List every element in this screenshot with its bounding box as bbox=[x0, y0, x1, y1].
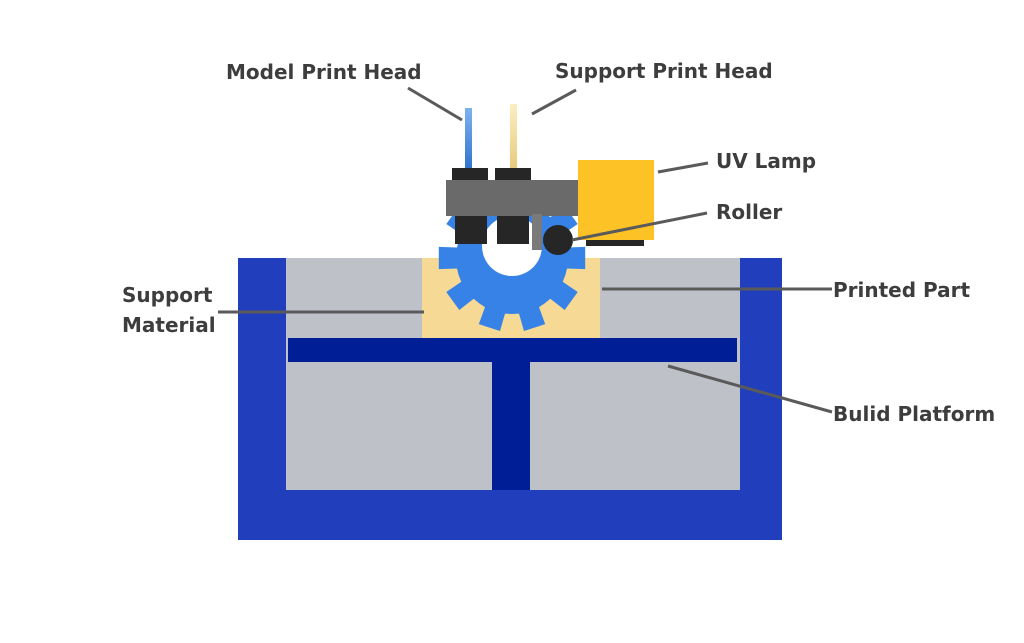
model-head-top bbox=[452, 168, 488, 182]
leader-lines bbox=[218, 86, 833, 414]
model-nozzle bbox=[465, 108, 472, 172]
leader-uv-lamp bbox=[657, 161, 709, 174]
label-roller: Roller bbox=[716, 200, 782, 224]
print-carriage bbox=[446, 104, 654, 255]
label-support-material-line1: Support bbox=[122, 283, 213, 307]
roller bbox=[543, 225, 573, 255]
leader-roller bbox=[571, 211, 708, 242]
leader-build-platform bbox=[667, 364, 833, 414]
labels: Model Print Head Support Print Head UV L… bbox=[122, 59, 995, 426]
support-head-bottom bbox=[497, 216, 529, 244]
label-printed-part: Printed Part bbox=[833, 278, 971, 302]
carriage-arm bbox=[532, 214, 542, 250]
label-model-print-head: Model Print Head bbox=[226, 60, 422, 84]
label-support-print-head: Support Print Head bbox=[555, 59, 773, 83]
build-platform-plate bbox=[288, 338, 737, 362]
leader-model-print-head bbox=[407, 86, 463, 122]
leader-support-print-head bbox=[531, 88, 577, 116]
uv-lamp-body bbox=[578, 160, 654, 240]
label-uv-lamp: UV Lamp bbox=[716, 149, 816, 173]
model-head-bottom bbox=[455, 216, 487, 244]
support-nozzle bbox=[510, 104, 517, 172]
support-head-top bbox=[495, 168, 531, 182]
carriage-bar bbox=[446, 180, 580, 216]
label-build-platform: Bulid Platform bbox=[833, 402, 995, 426]
uv-lamp-base bbox=[586, 240, 644, 246]
build-platform bbox=[288, 338, 737, 490]
label-support-material-line2: Material bbox=[122, 313, 216, 337]
build-platform-stem bbox=[492, 362, 530, 490]
